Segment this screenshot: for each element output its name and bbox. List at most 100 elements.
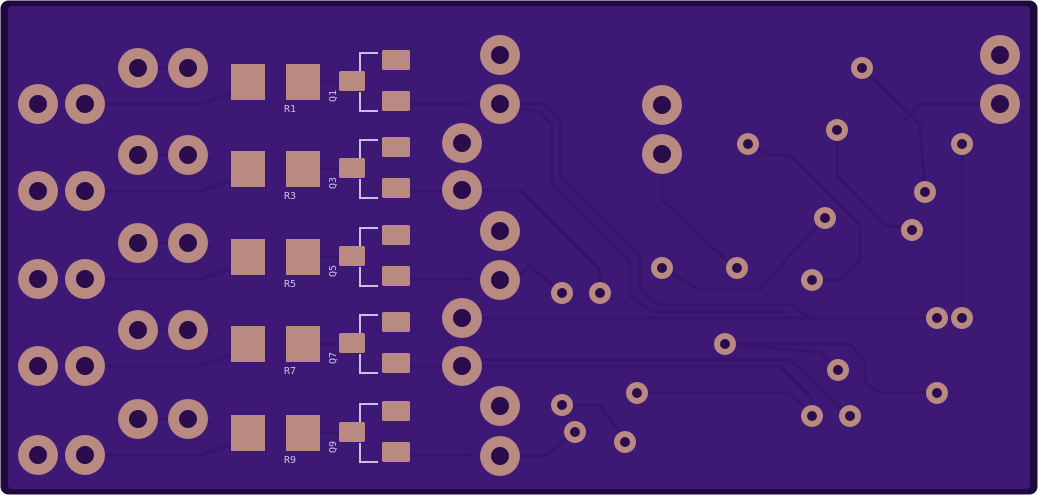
input-pad[interactable] (168, 310, 208, 350)
via[interactable] (564, 421, 586, 443)
trace (560, 403, 627, 442)
input-pad[interactable] (18, 259, 58, 299)
input-pad[interactable] (168, 223, 208, 263)
via[interactable] (551, 394, 573, 416)
header-pad[interactable] (480, 386, 520, 426)
via[interactable] (826, 119, 848, 141)
input-pad[interactable] (18, 435, 58, 475)
transistor-pad[interactable] (382, 266, 410, 286)
via[interactable] (737, 133, 759, 155)
input-pad[interactable] (65, 346, 105, 386)
input-pad[interactable] (18, 84, 58, 124)
board-substrate (8, 6, 1030, 489)
transistor-pad[interactable] (382, 91, 410, 111)
input-pad[interactable] (118, 48, 158, 88)
header-pad[interactable] (442, 298, 482, 338)
header-pad[interactable] (980, 35, 1020, 75)
via[interactable] (801, 405, 823, 427)
trace (746, 142, 862, 282)
transistor-label: Q1 (328, 90, 339, 102)
input-pad[interactable] (118, 310, 158, 350)
header-pad[interactable] (442, 170, 482, 210)
via[interactable] (589, 282, 611, 304)
trace (723, 342, 937, 395)
transistor-pad[interactable] (382, 401, 410, 421)
transistor-outline (359, 314, 378, 374)
via[interactable] (914, 181, 936, 203)
resistor-pad[interactable] (231, 415, 265, 451)
via[interactable] (926, 382, 948, 404)
input-pad[interactable] (65, 435, 105, 475)
resistor-pad[interactable] (231, 151, 265, 187)
via[interactable] (951, 307, 973, 329)
big-pads (442, 35, 1020, 476)
input-pad[interactable] (168, 399, 208, 439)
via[interactable] (839, 405, 861, 427)
input-pad[interactable] (18, 171, 58, 211)
resistor-pad[interactable] (286, 239, 320, 275)
transistor-outline (359, 52, 378, 112)
input-pad[interactable] (118, 135, 158, 175)
header-pad[interactable] (642, 134, 682, 174)
input-pad[interactable] (168, 48, 208, 88)
resistor-pad[interactable] (286, 64, 320, 100)
via[interactable] (901, 219, 923, 241)
input-pad[interactable] (18, 346, 58, 386)
resistor-pad[interactable] (231, 326, 265, 362)
via[interactable] (827, 359, 849, 381)
resistor-pad[interactable] (231, 64, 265, 100)
input-pad[interactable] (118, 223, 158, 263)
resistor-pad[interactable] (286, 151, 320, 187)
transistor-pad[interactable] (339, 333, 365, 353)
via[interactable] (714, 333, 736, 355)
via[interactable] (551, 282, 573, 304)
header-pad[interactable] (480, 436, 520, 476)
vias (551, 57, 973, 453)
transistor-pad[interactable] (382, 137, 410, 157)
transistor-pad[interactable] (382, 312, 410, 332)
transistor-pad[interactable] (382, 178, 410, 198)
input-pad[interactable] (65, 259, 105, 299)
transistor-outline (359, 139, 378, 199)
header-pad[interactable] (480, 84, 520, 124)
resistor-pad[interactable] (286, 415, 320, 451)
header-pad[interactable] (980, 84, 1020, 124)
transistor-pad[interactable] (339, 246, 365, 266)
header-pad[interactable] (442, 346, 482, 386)
via[interactable] (926, 307, 948, 329)
via[interactable] (851, 57, 873, 79)
transistor-pad[interactable] (339, 422, 365, 442)
via[interactable] (626, 382, 648, 404)
via[interactable] (814, 207, 836, 229)
transistor-pad[interactable] (339, 158, 365, 178)
transistor-pad[interactable] (382, 225, 410, 245)
input-pad[interactable] (65, 171, 105, 211)
transistor-pad[interactable] (382, 442, 410, 462)
header-pad[interactable] (480, 35, 520, 75)
header-pad[interactable] (480, 211, 520, 251)
via[interactable] (651, 257, 673, 279)
via[interactable] (614, 431, 636, 453)
input-pad[interactable] (168, 135, 208, 175)
header-pad[interactable] (480, 260, 520, 300)
transistor-label: Q7 (328, 352, 339, 364)
resistor-label: R7 (284, 366, 296, 377)
transistor-pad[interactable] (339, 71, 365, 91)
input-pad[interactable] (118, 399, 158, 439)
input-pad[interactable] (65, 84, 105, 124)
via[interactable] (726, 257, 748, 279)
header-pad[interactable] (642, 85, 682, 125)
header-pad[interactable] (442, 123, 482, 163)
transistor-pad[interactable] (382, 50, 410, 70)
transistor-pad[interactable] (382, 353, 410, 373)
resistor-pad[interactable] (231, 239, 265, 275)
via[interactable] (801, 269, 823, 291)
via[interactable] (951, 133, 973, 155)
resistor-label: R5 (284, 279, 296, 290)
resistor-pad[interactable] (286, 326, 320, 362)
trace (498, 102, 937, 320)
